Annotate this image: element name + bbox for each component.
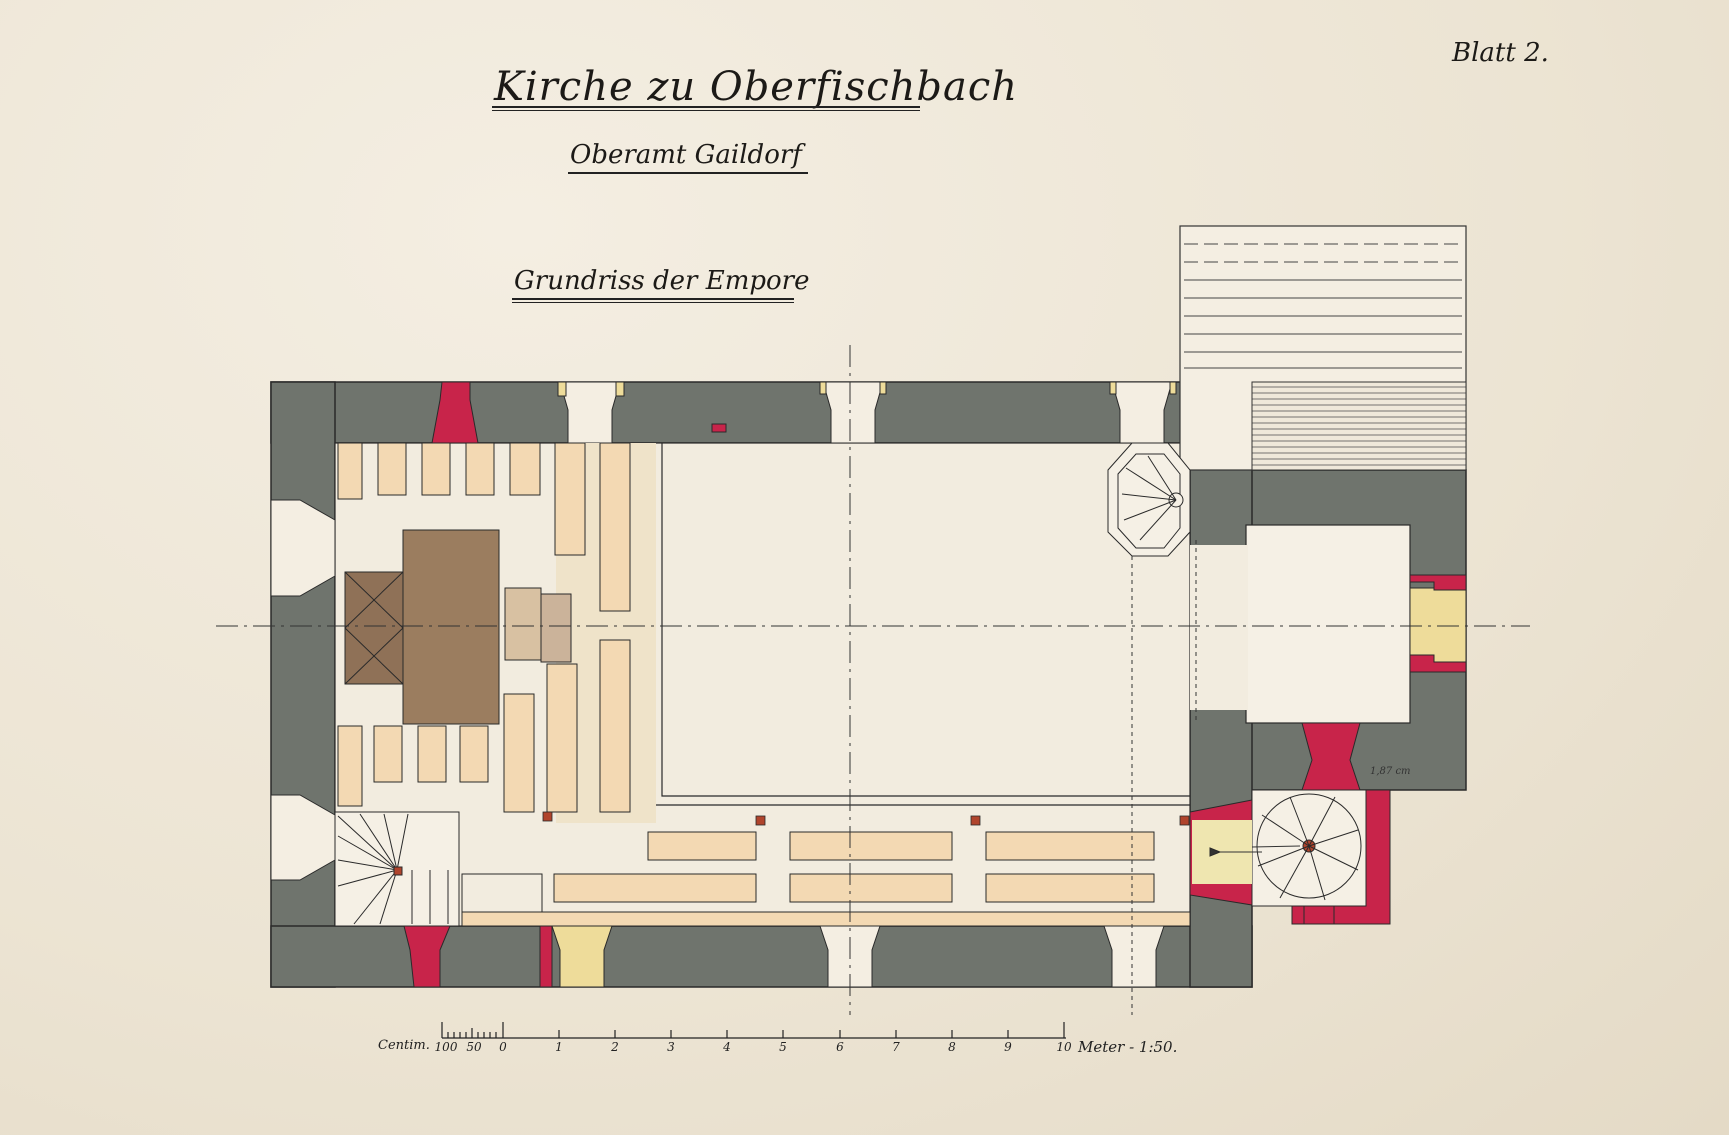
scale-tick-8: 8: [948, 1040, 956, 1054]
scale-tick-7: 7: [892, 1040, 900, 1054]
plan-caption: Grundriss der Empore: [514, 266, 810, 296]
scale-tick-3: 3: [667, 1040, 675, 1054]
caption-underline: [512, 298, 794, 300]
scale-tick-sub-0: 100: [434, 1040, 458, 1054]
drawing-subtitle: Oberamt Gaildorf: [570, 140, 802, 170]
sandstone-jambs: [551, 381, 1467, 988]
scale-tick-9: 9: [1004, 1040, 1012, 1054]
scale-unit-left: Centim.: [378, 1038, 430, 1053]
gallery-staircase: [334, 811, 543, 927]
scale-tick-sub-1: 50: [466, 1040, 482, 1054]
caption-underline-2: [512, 302, 794, 303]
pews: [337, 442, 1191, 927]
scale-tick-4: 4: [723, 1040, 731, 1054]
dimension-note: 1,87 cm: [1370, 766, 1411, 777]
corner-stair: [1107, 442, 1191, 557]
scale-tick-sub-2: 0: [499, 1040, 507, 1054]
scale-tick-10: 10: [1056, 1040, 1072, 1054]
tower-roof-hatch: [1179, 225, 1467, 471]
gallery-posts: [542, 811, 1190, 826]
scale-unit-right: Meter - 1:50.: [1078, 1038, 1178, 1056]
tower-passage: [1190, 545, 1248, 710]
organ: [344, 529, 572, 725]
scale-tick-6: 6: [836, 1040, 844, 1054]
subtitle-underline: [568, 172, 808, 174]
scale-tick-2: 2: [611, 1040, 619, 1054]
axis-lines: [216, 345, 1530, 1015]
title-underline-2: [492, 110, 920, 111]
drawing-title: Kirche zu Oberfischbach: [494, 64, 1018, 110]
scale-tick-1: 1: [555, 1040, 563, 1054]
title-underline: [492, 106, 920, 108]
sheet-number: Blatt 2.: [1452, 38, 1549, 68]
scale-tick-5: 5: [779, 1040, 787, 1054]
tower-interior: [1245, 524, 1411, 724]
spiral-staircase: [1192, 789, 1367, 907]
